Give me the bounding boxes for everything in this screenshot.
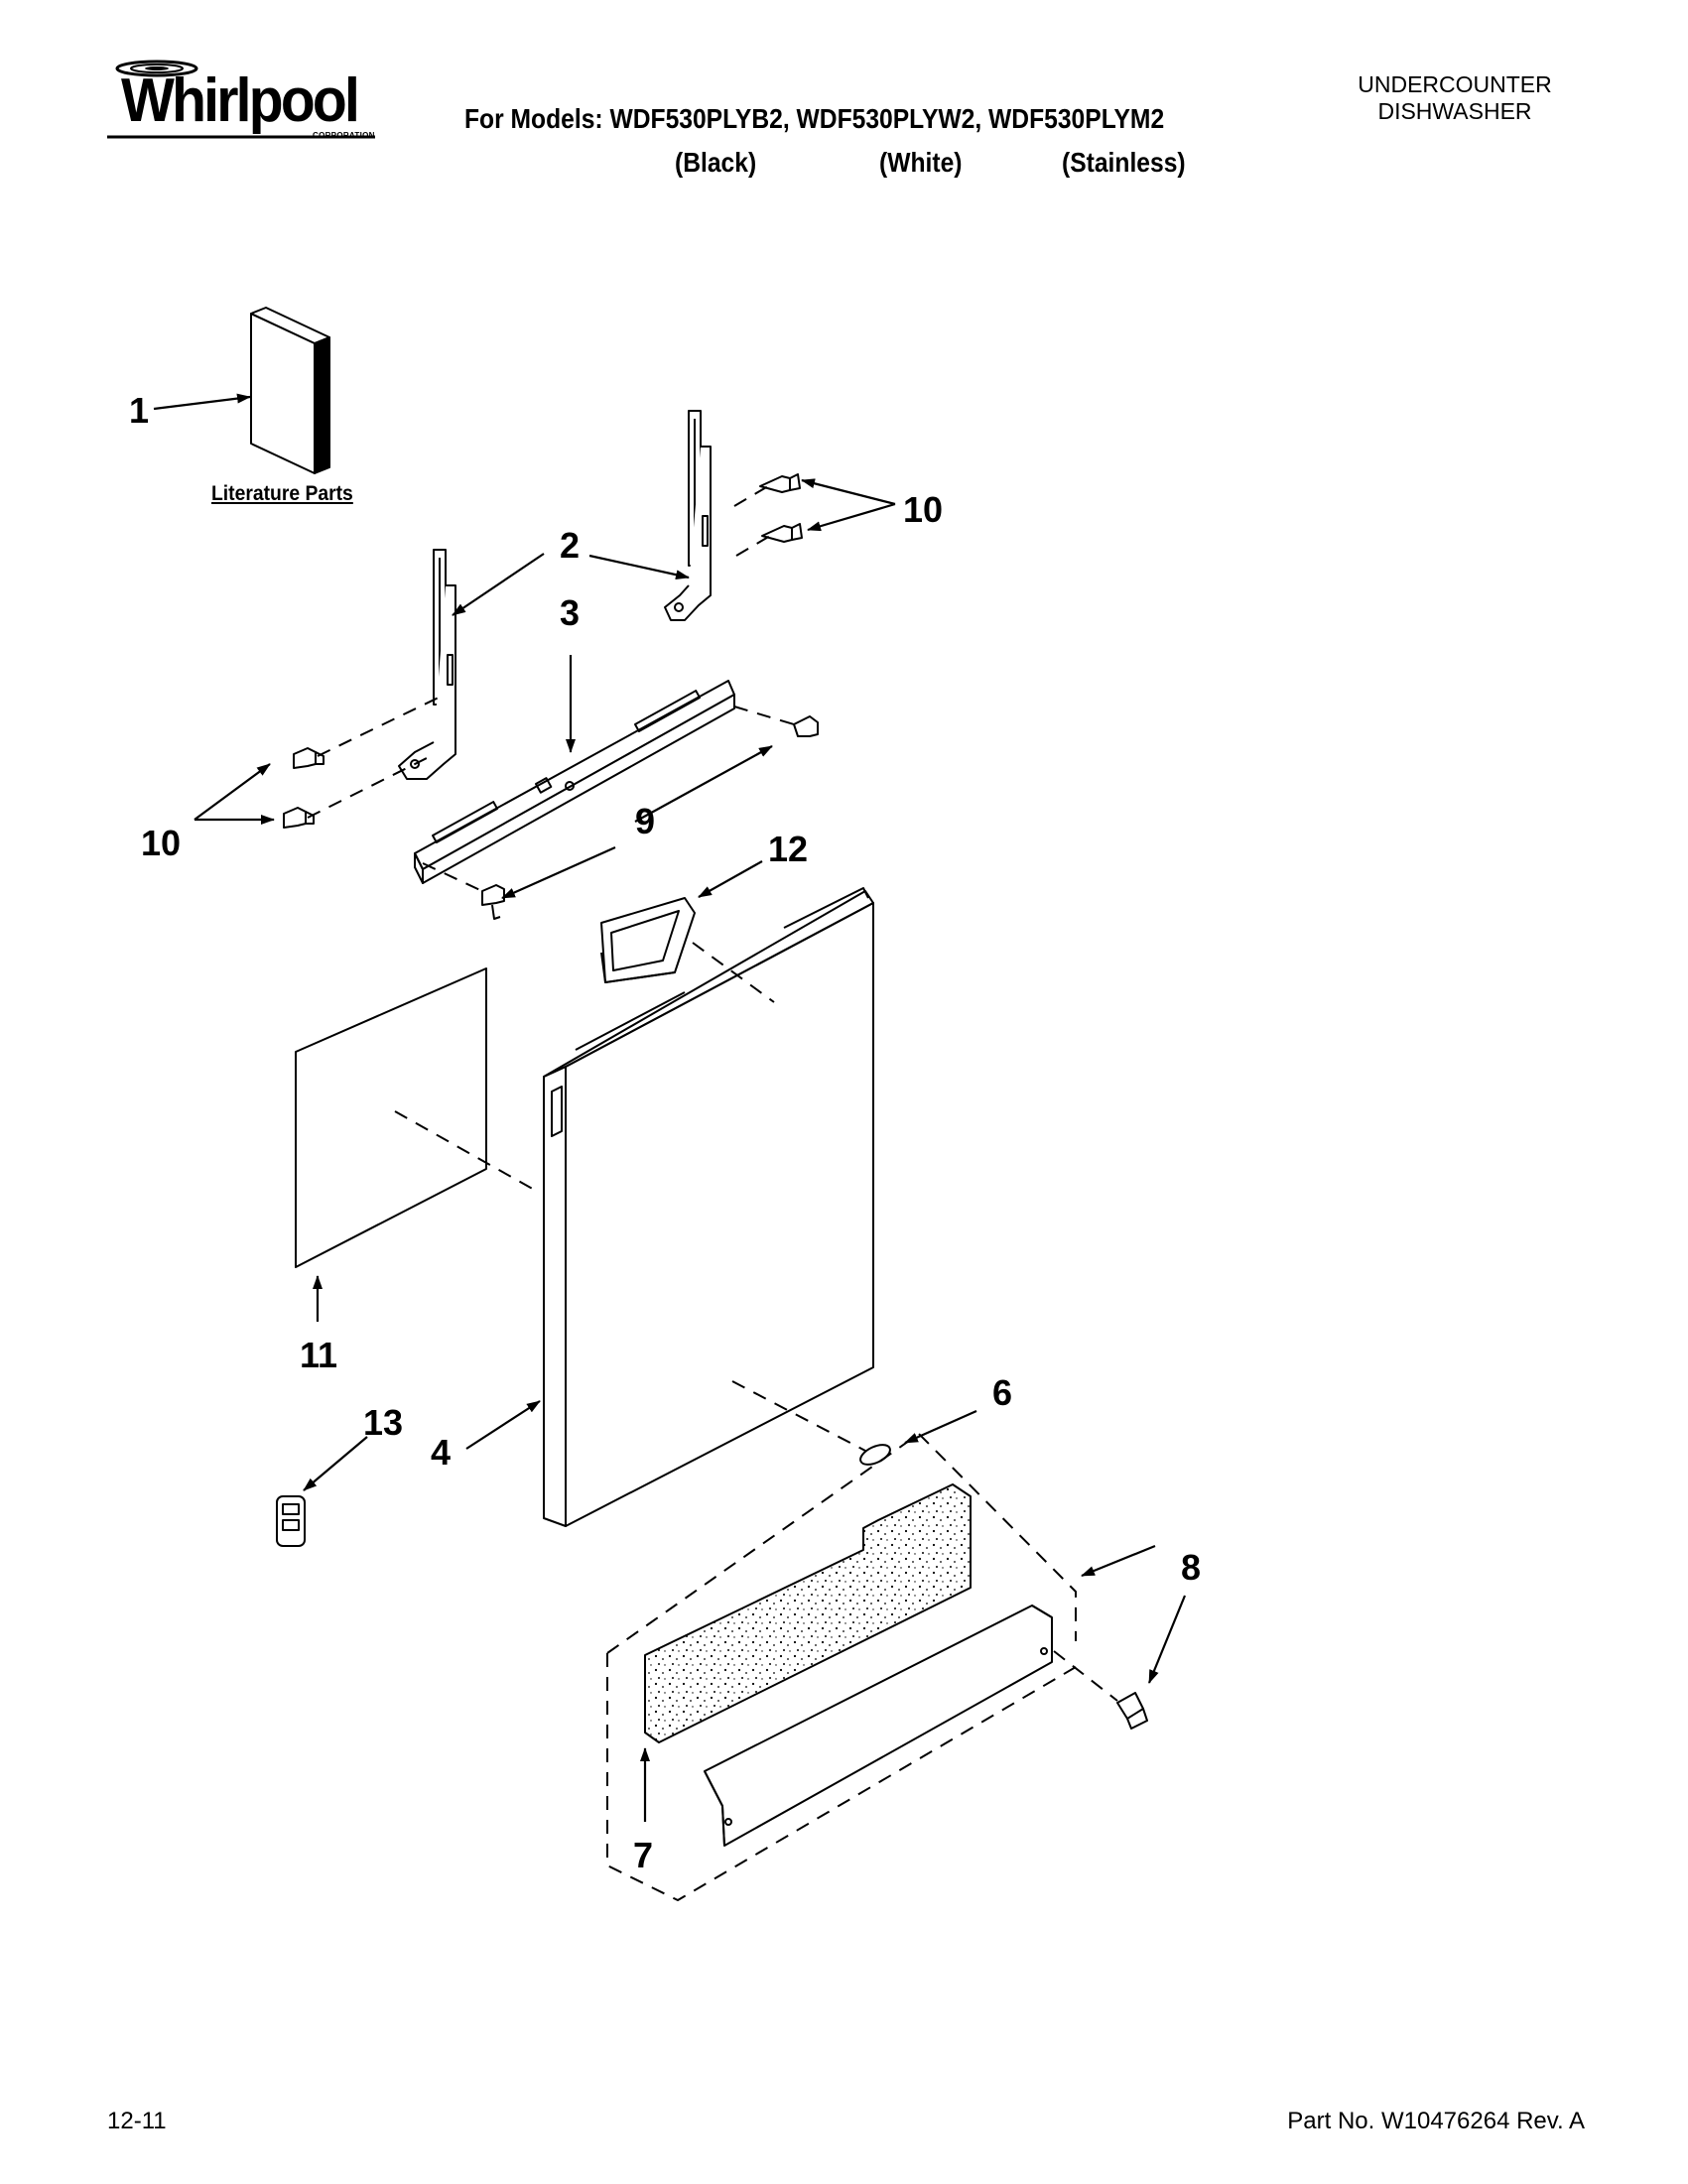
outer-door-panel <box>543 887 874 1527</box>
part-number: Part No. W10476264 Rev. A <box>1287 2108 1585 2134</box>
screw <box>761 523 803 543</box>
callout-10-left: 10 <box>141 823 181 863</box>
hinge-bracket <box>414 680 735 884</box>
screw <box>481 884 505 920</box>
callout-11: 11 <box>300 1335 337 1375</box>
variant-white: (White) <box>879 147 963 178</box>
literature-parts-label: Literature Parts <box>211 482 353 505</box>
callout-2: 2 <box>560 525 580 566</box>
screw <box>793 715 819 737</box>
screw <box>293 747 325 769</box>
foam-insulation <box>644 1483 972 1743</box>
revision-date: 12-11 <box>107 2108 167 2134</box>
panel-screw <box>1116 1692 1148 1730</box>
variant-black: (Black) <box>675 147 757 178</box>
callout-7: 7 <box>633 1835 653 1875</box>
assembly-outline <box>606 1433 1077 1654</box>
brand-name: Whirlpool <box>121 66 360 135</box>
callout-1: 1 <box>129 390 149 431</box>
callout-12: 12 <box>768 829 808 869</box>
screw <box>283 807 315 829</box>
callout-9: 9 <box>635 801 655 841</box>
callout-4: 4 <box>431 1432 451 1473</box>
callout-13: 13 <box>363 1402 403 1443</box>
literature-booklet <box>250 307 330 474</box>
variant-stainless: (Stainless) <box>1062 147 1186 178</box>
callout-6: 6 <box>992 1372 1012 1413</box>
door-hinge-right <box>664 410 712 621</box>
door-hinge-left <box>398 549 456 780</box>
whirlpool-logo <box>107 60 375 139</box>
callout-8: 8 <box>1181 1547 1201 1588</box>
access-panel <box>704 1605 1053 1847</box>
callout-10-top: 10 <box>903 489 943 530</box>
product-type-line2: DISHWASHER <box>1377 98 1532 124</box>
door-panel-insert <box>295 967 487 1268</box>
callout-3: 3 <box>560 592 580 633</box>
brand-subtitle: CORPORATION <box>313 131 375 140</box>
product-type: UNDERCOUNTER DISHWASHER <box>1326 71 1584 125</box>
door-clip <box>276 1495 306 1547</box>
models-line: For Models: WDF530PLYB2, WDF530PLYW2, WD… <box>464 103 1165 134</box>
door-handle <box>600 897 696 983</box>
product-type-line1: UNDERCOUNTER <box>1358 71 1552 97</box>
screw <box>759 473 801 493</box>
